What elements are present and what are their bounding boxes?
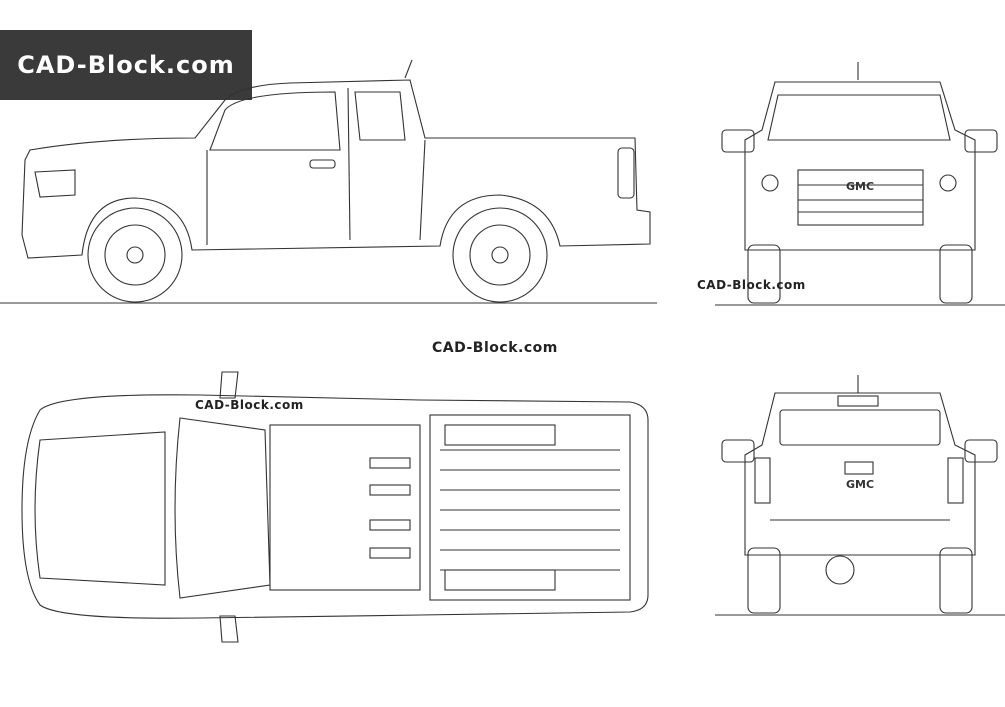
front-wheel bbox=[87, 207, 183, 303]
rear-window bbox=[779, 409, 941, 446]
bed-rail-rear bbox=[444, 569, 556, 591]
side-body-outline bbox=[21, 79, 651, 259]
bed bbox=[429, 414, 631, 601]
door-seam bbox=[347, 87, 351, 241]
right-mirror bbox=[964, 129, 998, 153]
grille bbox=[797, 169, 924, 226]
top-body-outline bbox=[21, 394, 649, 619]
rear-wheel bbox=[452, 207, 548, 303]
tail-light bbox=[617, 147, 635, 199]
left-front-tire bbox=[747, 244, 781, 304]
rear-body bbox=[744, 392, 976, 556]
side-rear-window bbox=[354, 91, 406, 141]
right-headlight bbox=[939, 174, 957, 192]
bed-rail-front bbox=[444, 424, 556, 446]
left-rear-tire bbox=[747, 547, 781, 614]
mirror-top bbox=[219, 371, 239, 399]
antenna bbox=[404, 59, 413, 79]
spare-tire bbox=[825, 555, 855, 585]
left-mirror bbox=[721, 129, 755, 153]
left-tail-light bbox=[754, 457, 771, 504]
door-handle bbox=[309, 159, 336, 169]
windshield bbox=[767, 94, 951, 141]
windshield-top bbox=[174, 417, 271, 599]
brake-light bbox=[837, 395, 879, 407]
side-front-window bbox=[209, 91, 341, 151]
headlight bbox=[34, 169, 76, 198]
side-view bbox=[0, 59, 657, 304]
roof bbox=[269, 424, 421, 591]
front-view: GMC bbox=[715, 62, 1005, 306]
right-tail-light bbox=[947, 457, 964, 504]
rear-view: GMC bbox=[715, 375, 1005, 616]
tailgate-handle bbox=[844, 461, 874, 475]
bed-ribs bbox=[440, 449, 620, 571]
right-front-tire bbox=[939, 244, 973, 304]
rear-gmc-badge: GMC bbox=[846, 478, 874, 491]
hood bbox=[34, 431, 166, 586]
left-headlight bbox=[761, 174, 779, 192]
front-gmc-badge: GMC bbox=[846, 180, 874, 193]
top-view bbox=[21, 371, 649, 643]
right-rear-tire bbox=[939, 547, 973, 614]
watermark: CAD-Block.com bbox=[432, 340, 558, 356]
cad-block-logo: CAD-Block.com bbox=[0, 30, 252, 100]
cab-bed-seam bbox=[419, 139, 426, 241]
front-body bbox=[744, 81, 976, 251]
watermark: CAD-Block.com bbox=[195, 398, 304, 412]
watermark: CAD-Block.com bbox=[697, 278, 806, 292]
mirror-bottom bbox=[219, 615, 239, 643]
